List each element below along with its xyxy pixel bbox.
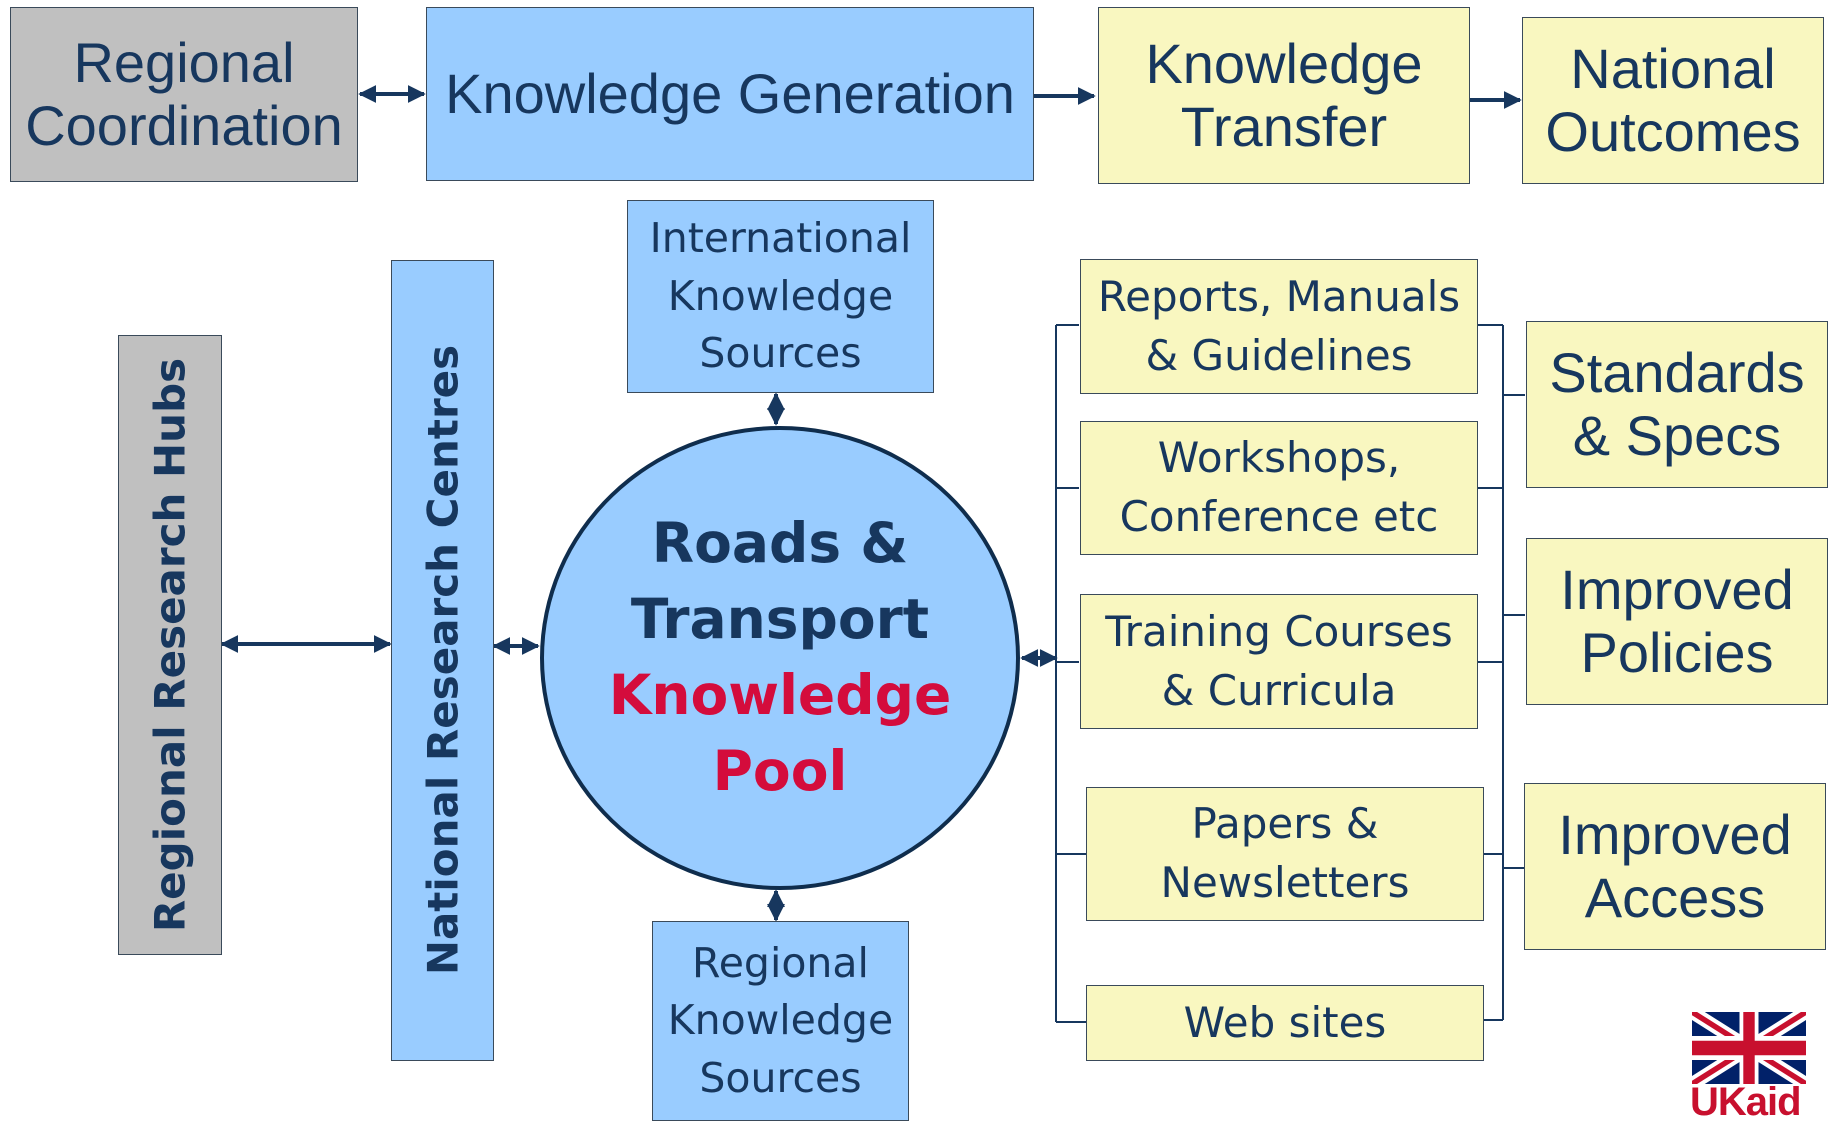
outcome-standards-specs: Standards & Specs [1526, 321, 1828, 488]
transfer-item-papers: Papers & Newsletters [1086, 787, 1484, 921]
national-outcomes-label: National Outcomes [1545, 36, 1801, 163]
transfer-item-training: Training Courses & Curricula [1080, 594, 1478, 729]
regional-research-hubs-label: Regional Research Hubs [145, 357, 195, 933]
union-jack-flag-icon [1692, 1012, 1806, 1084]
knowledge-transfer-label: Knowledge Transfer [1145, 31, 1423, 158]
transfer-item-label: Training Courses & Curricula [1105, 606, 1453, 715]
international-knowledge-sources-box: International Knowledge Sources [627, 200, 934, 393]
outcome-label: Improved Access [1558, 802, 1792, 929]
transfer-item-websites: Web sites [1086, 985, 1484, 1061]
transfer-item-reports: Reports, Manuals & Guidelines [1080, 259, 1478, 394]
transfer-item-workshops: Workshops, Conference etc [1080, 421, 1478, 555]
transfer-item-label: Papers & Newsletters [1160, 799, 1410, 907]
ukaid-logo-text: UKaid [1690, 1080, 1802, 1124]
pool-line-roads: Roads & [651, 511, 909, 576]
regional-coordination-label: Regional Coordination [25, 30, 343, 157]
knowledge-transfer-box: Knowledge Transfer [1098, 7, 1470, 184]
national-research-centres-box [391, 260, 494, 1061]
regional-coordination-box: Regional Coordination [10, 7, 358, 182]
regional-research-hubs-box [118, 335, 222, 955]
transfer-item-label: Workshops, Conference etc [1119, 433, 1439, 541]
international-knowledge-sources-label: International Knowledge Sources [649, 214, 912, 378]
national-research-centres-label: National Research Centres [418, 344, 468, 976]
pool-line-pool: Pool [712, 738, 848, 803]
knowledge-generation-box: Knowledge Generation [426, 7, 1034, 181]
transfer-item-label: Reports, Manuals & Guidelines [1097, 271, 1461, 380]
regional-knowledge-sources-label: Regional Knowledge Sources [667, 938, 894, 1102]
outcome-improved-policies: Improved Policies [1526, 538, 1828, 705]
knowledge-pool-circle: Roads & Transport Knowledge Pool [540, 426, 1020, 890]
outcome-label: Standards & Specs [1549, 340, 1805, 467]
knowledge-generation-label: Knowledge Generation [445, 61, 1015, 125]
outcome-improved-access: Improved Access [1524, 783, 1826, 950]
transfer-item-label: Web sites [1183, 997, 1387, 1047]
national-outcomes-box: National Outcomes [1522, 17, 1824, 184]
regional-knowledge-sources-box: Regional Knowledge Sources [652, 921, 909, 1121]
pool-line-transport: Transport [630, 587, 930, 652]
outcome-label: Improved Policies [1560, 557, 1794, 684]
pool-line-knowledge: Knowledge [608, 663, 952, 727]
